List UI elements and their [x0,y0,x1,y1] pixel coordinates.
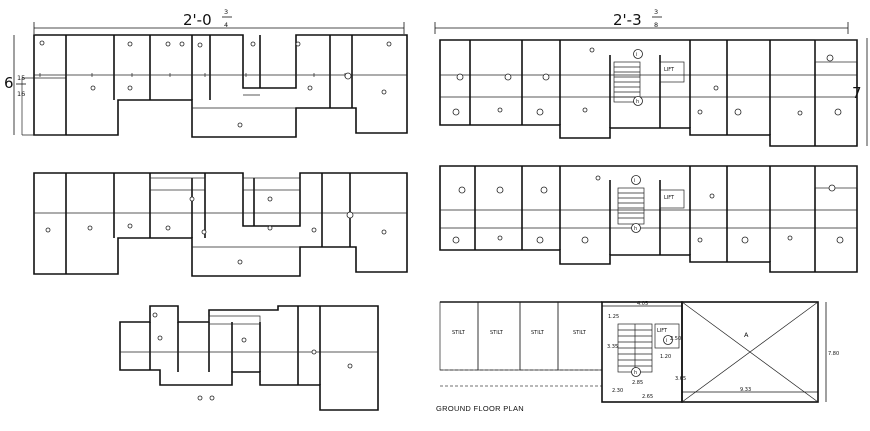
dim-285: 2.85 [632,380,643,386]
dim-365: 3.65 [675,376,686,382]
dim-230: 2.30 [612,388,623,394]
dim-120: 1.20 [660,354,671,360]
marker-i-middle: i [634,178,635,184]
marker-i-top: i [636,52,637,58]
dim-780: 7.80 [828,351,839,357]
lift-label-ground: LIFT [657,328,668,334]
plan-top-left: 2'-0 3 4 6 15 16 [4,8,408,138]
dim-335: 3.35 [607,344,618,350]
ground-floor-title: GROUND FLOOR PLAN [436,404,524,413]
dim-top-right-num: 3 [654,8,658,16]
plan-bottom-left [119,305,379,411]
stilt-label-4: STILT [573,330,587,336]
plan-top-right: 2'-3 3 8 7 LIFT i h [434,8,868,147]
lift-label-top: LIFT [664,67,675,73]
plan-middle-left [33,172,408,277]
stilt-label-3: STILT [531,330,545,336]
dim-top-left-den: 4 [224,21,228,29]
marker-h-ground: h [634,370,637,376]
plan-ground-floor: STILT STILT STILT STILT LIFT i h A 4.05 … [436,301,839,413]
dim-left-whole: 6 [4,74,14,92]
dim-405: 4.05 [637,301,648,307]
dim-265: 2.65 [642,394,653,400]
plot-label-a: A [744,331,749,339]
dim-top-right-den: 8 [654,21,658,29]
dim-125: 1.25 [608,314,619,320]
marker-i-ground: i [666,338,667,344]
marker-h-top: h [636,99,639,105]
dim-250: 2.50 [670,336,681,342]
dim-top-left-num: 3 [224,8,228,16]
lift-label-middle: LIFT [664,195,675,201]
stilt-label-2: STILT [490,330,504,336]
marker-h-middle: h [634,226,637,232]
dim-left-num: 15 [17,74,25,82]
stilt-label-1: STILT [452,330,466,336]
dim-left-den: 16 [17,90,25,98]
plan-middle-right: LIFT i h [439,165,858,273]
dim-933: 9.33 [740,387,751,393]
dim-top-right-whole: 2'-3 [613,11,642,29]
dim-top-left-whole: 2'-0 [183,11,212,29]
